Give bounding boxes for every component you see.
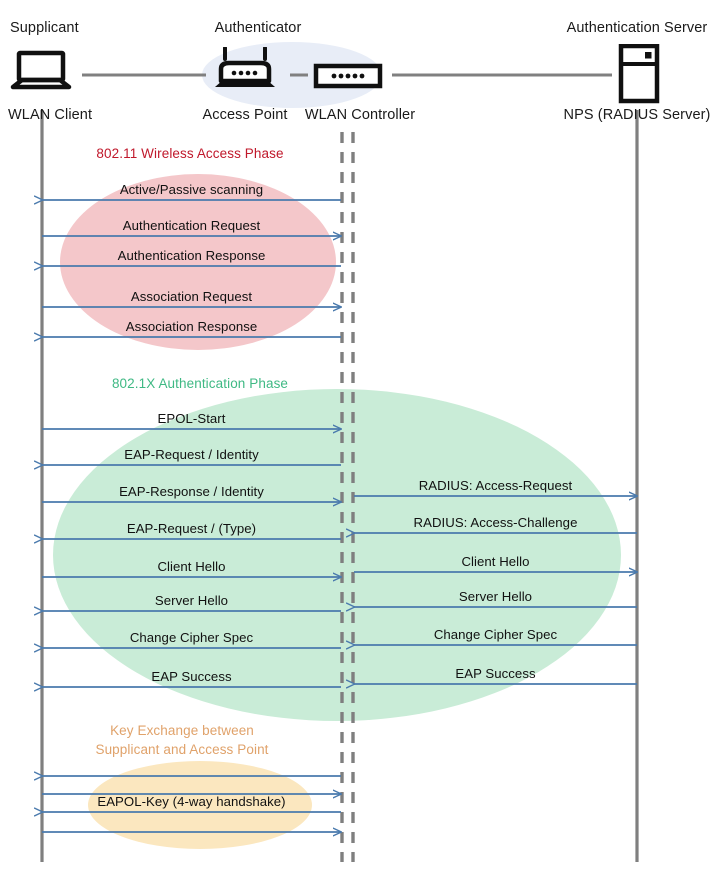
message-label: Association Response [125,319,258,334]
server-icon [618,43,660,104]
message-label: Authentication Request [122,218,261,233]
message-label: EPOL-Start [157,411,226,426]
phase-label-key-exchange-line2: Supplicant and Access Point [95,742,269,757]
message-label: RADIUS: Access-Challenge [413,515,578,530]
message-label: EAP-Request / Identity [124,447,259,462]
message-label: EAPOL-Key (4-way handshake) [97,794,286,809]
message-label: Client Hello [157,559,226,574]
message-label: Change Cipher Spec [433,627,558,642]
message-label: Server Hello [154,593,229,608]
message-label: Active/Passive scanning [119,182,264,197]
phase-label-80211: 802.11 Wireless Access Phase [96,146,284,161]
node-label-access-point: Access Point [202,107,288,123]
message-arrow-group [42,200,637,832]
message-label: EAP Success [151,669,232,684]
message-label: EAP-Response / Identity [119,484,264,499]
message-label: Client Hello [461,554,530,569]
role-title-authentication-server: Authentication Server [566,20,708,36]
message-label: Association Request [130,289,253,304]
node-label-wlan-client: WLAN Client [8,107,93,123]
network-switch-icon [313,62,383,90]
wireless-router-icon [213,46,277,92]
laptop-icon [10,50,72,90]
role-title-supplicant: Supplicant [10,20,79,36]
node-label-wlan-controller: WLAN Controller [304,107,416,123]
role-title-authenticator: Authenticator [214,20,302,36]
message-label: Authentication Response [117,248,266,263]
message-label: Server Hello [458,589,533,604]
node-label-nps-radius-server: NPS (RADIUS Server) [563,107,711,123]
message-label: RADIUS: Access-Request [418,478,573,493]
phase-label-key-exchange: Key Exchange between Supplicant and Acce… [67,721,297,759]
phase-80211-ellipse [60,174,336,350]
phase-label-key-exchange-line1: Key Exchange between [110,723,254,738]
phase-label-8021x: 802.1X Authentication Phase [111,376,289,391]
message-label: EAP Success [455,666,536,681]
message-label: Change Cipher Spec [129,630,254,645]
message-label: EAP-Request / (Type) [126,521,257,536]
phase-key-exchange-ellipse [88,761,312,849]
phase-8021x-ellipse [53,389,621,721]
